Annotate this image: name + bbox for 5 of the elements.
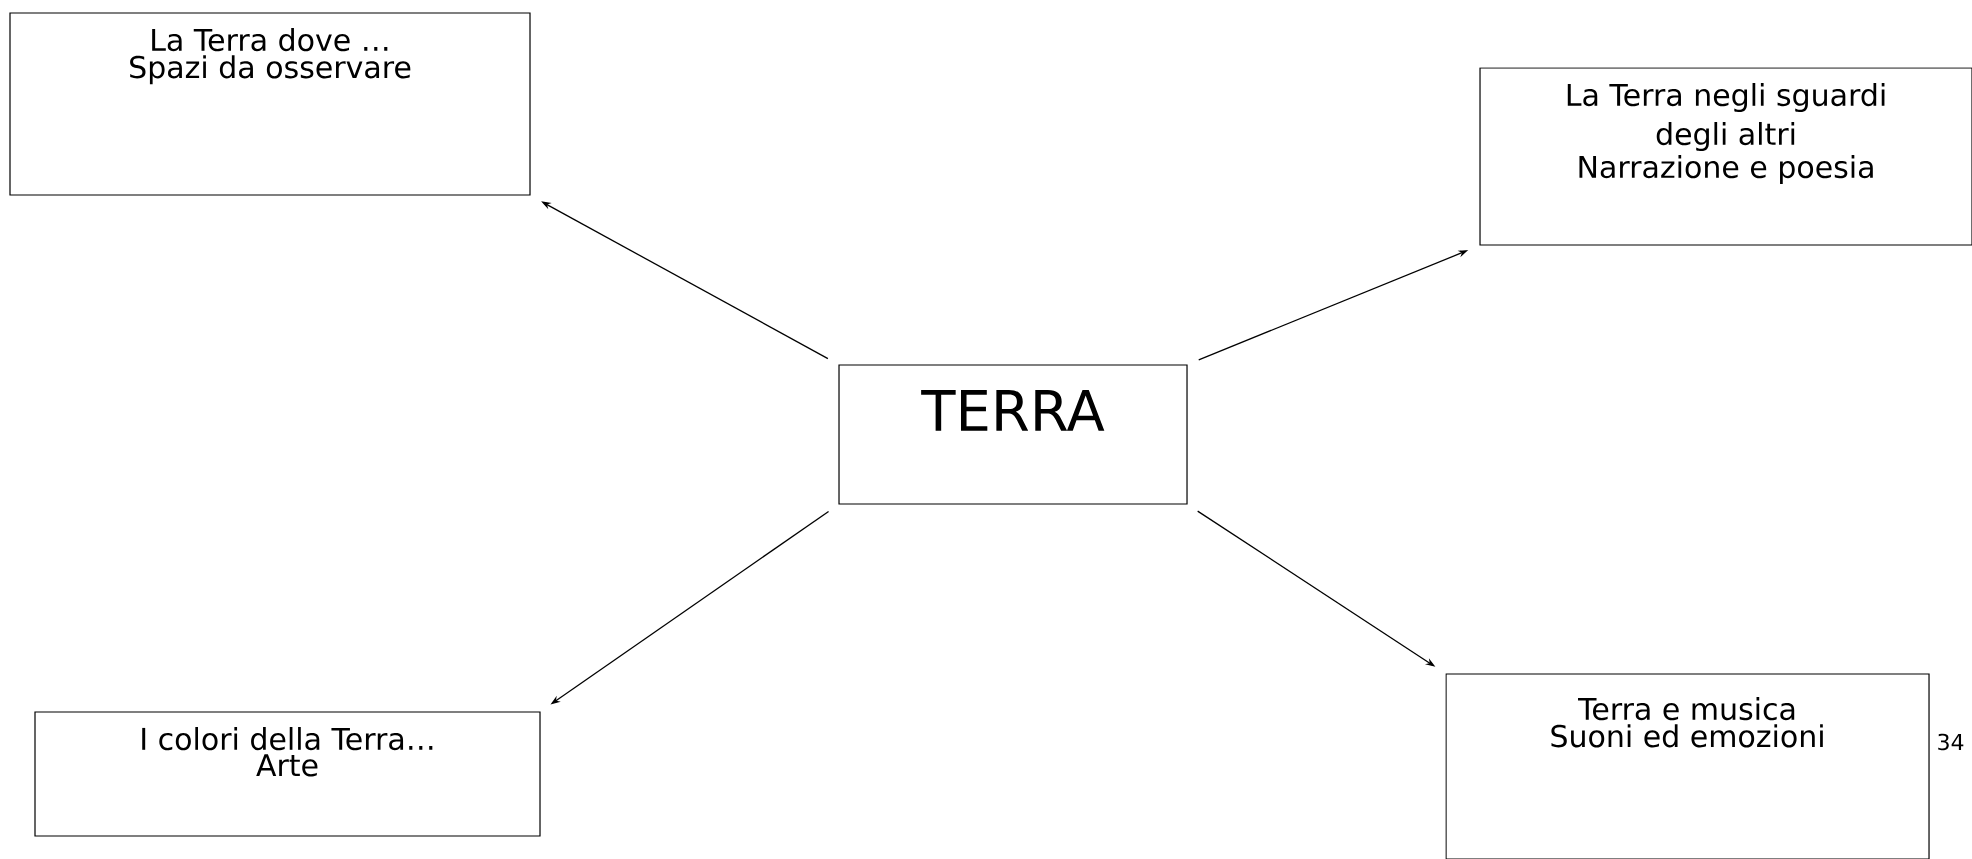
- text-box: La Terra dove … Spazi da osservare: [9, 12, 531, 196]
- text-box: La Terra negli sguardi degli altri Narrazione e poesia: [1479, 67, 1972, 246]
- text-box: TERRA: [838, 364, 1188, 505]
- text-box: Terra e musica Suoni ed emozioni: [1445, 673, 1930, 859]
- text-box: I colori della Terra… Arte: [34, 711, 541, 837]
